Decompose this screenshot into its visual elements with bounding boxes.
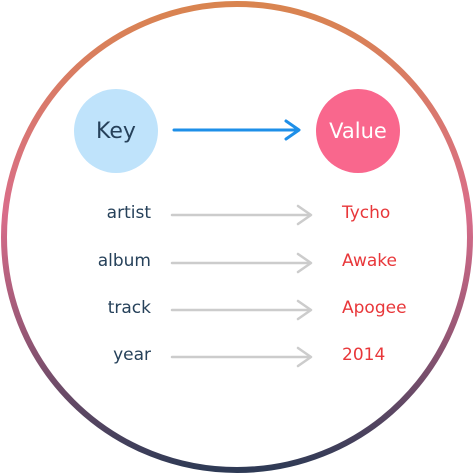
- pair-row-track: track Apogee: [0, 297, 474, 323]
- key-label: Key: [96, 118, 136, 144]
- arrow-icon: [170, 346, 313, 368]
- main-arrow-icon: [172, 119, 301, 141]
- pair-key: track: [107, 298, 151, 318]
- pair-row-artist: artist Tycho: [0, 202, 474, 228]
- pair-row-year: year 2014: [0, 344, 474, 370]
- arrow-icon: [170, 299, 313, 321]
- pair-value: Apogee: [342, 298, 407, 318]
- pair-key: artist: [106, 203, 151, 223]
- value-bubble: Value: [316, 89, 400, 173]
- pair-value: 2014: [342, 345, 386, 365]
- key-bubble: Key: [74, 89, 158, 173]
- pair-value: Awake: [342, 251, 397, 271]
- pair-value: Tycho: [342, 203, 391, 223]
- pair-row-album: album Awake: [0, 250, 474, 276]
- pair-key: album: [97, 251, 151, 271]
- pair-key: year: [113, 345, 151, 365]
- arrow-icon: [170, 252, 313, 274]
- value-label: Value: [329, 119, 387, 143]
- arrow-icon: [170, 204, 313, 226]
